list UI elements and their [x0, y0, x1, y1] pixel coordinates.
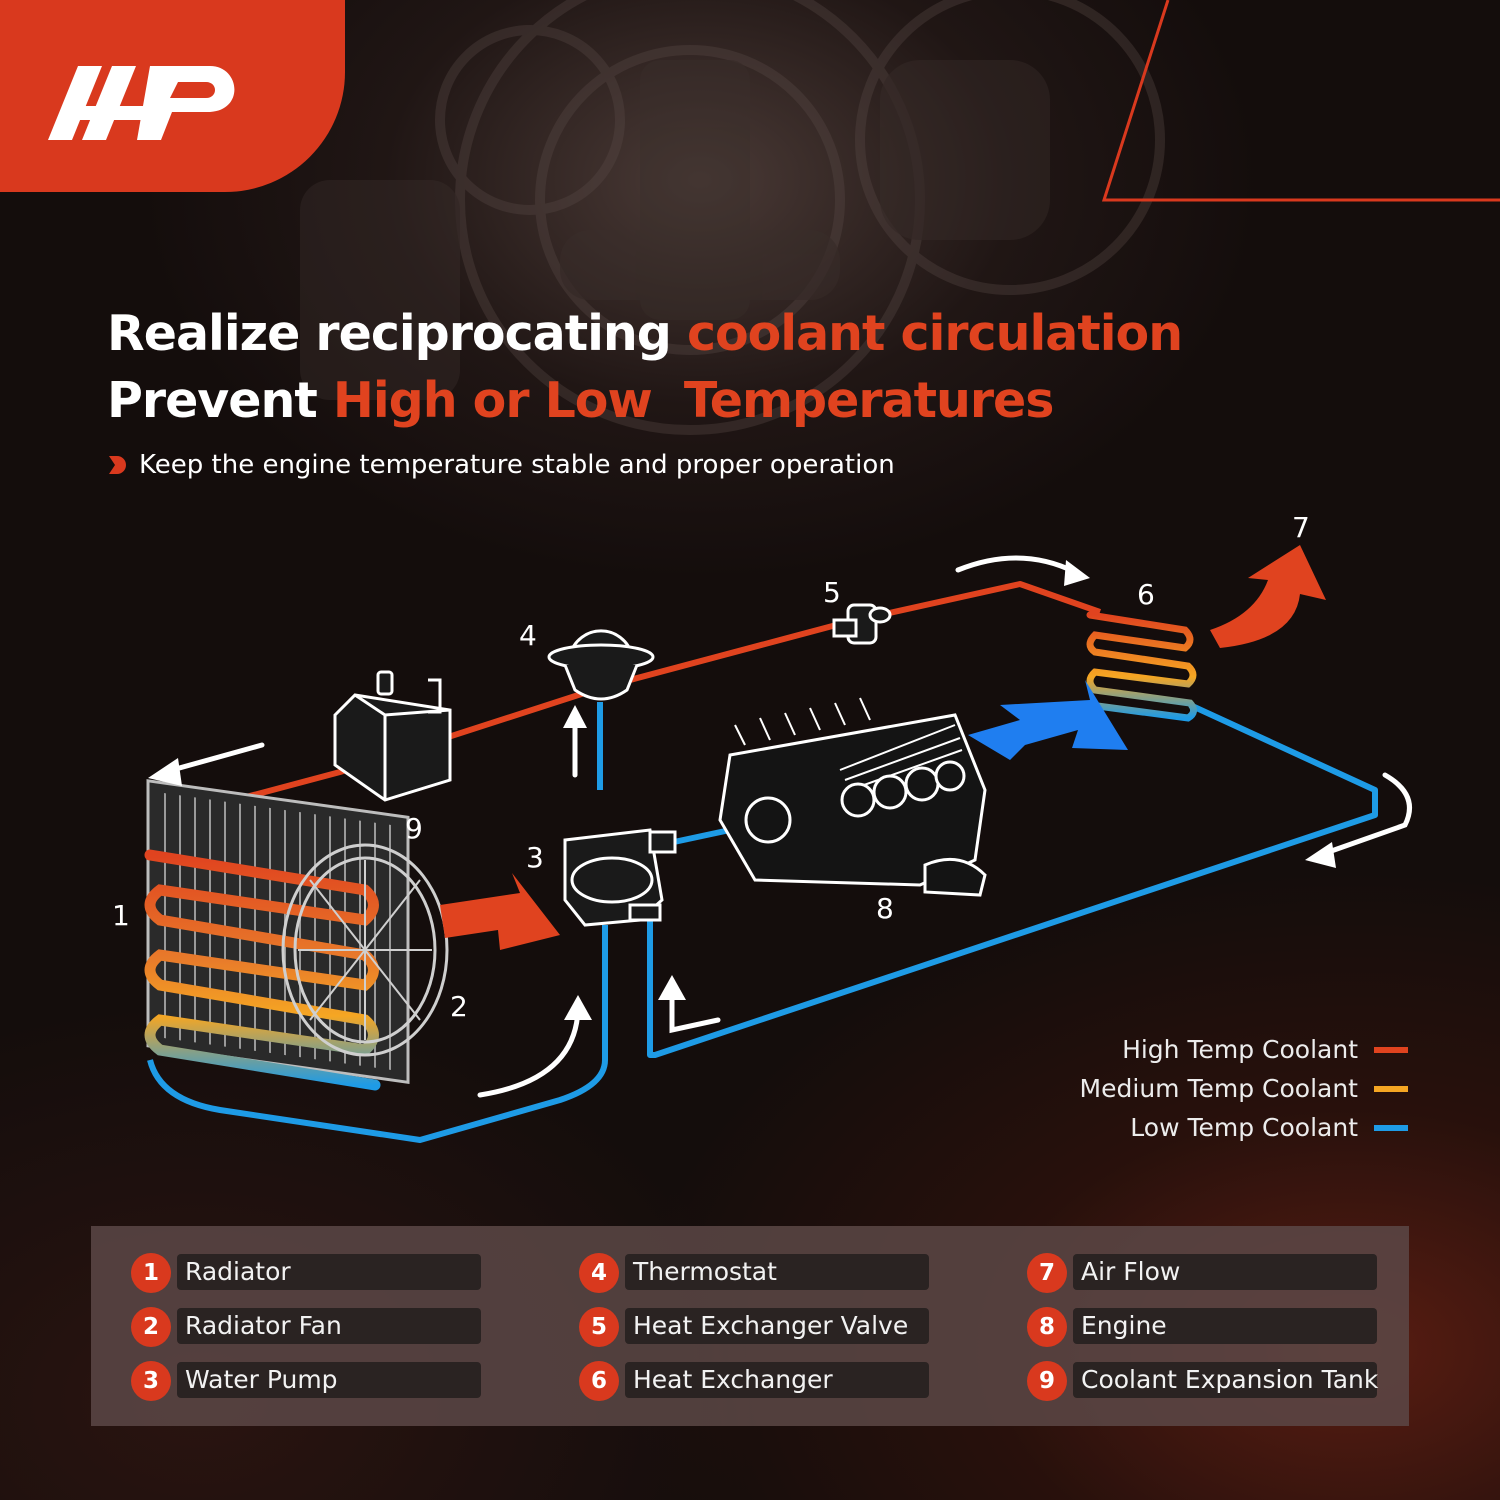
brand-logo-badge [0, 0, 345, 192]
key-item: 4 Thermostat [579, 1252, 939, 1293]
diagram-number-9: 9 [405, 812, 423, 845]
diagram-number-7: 7 [1292, 511, 1310, 544]
key-item: 5 Heat Exchanger Valve [579, 1306, 939, 1347]
brand-logo-icon [48, 66, 235, 140]
key-number-badge: 8 [1027, 1307, 1067, 1347]
key-number-badge: 2 [131, 1307, 171, 1347]
key-label: Radiator [177, 1254, 481, 1290]
diagram-number-6: 6 [1137, 578, 1155, 611]
key-column-2: 4 Thermostat 5 Heat Exchanger Valve 6 He… [579, 1252, 939, 1414]
flow-arrows [162, 555, 1412, 1098]
headline: Realize reciprocating coolant circulatio… [107, 300, 1183, 434]
diagram-number-4: 4 [519, 619, 537, 652]
subheading-text: Keep the engine temperature stable and p… [139, 450, 895, 480]
headline-1-accent: coolant circulation [686, 305, 1183, 362]
diagram-number-1: 1 [112, 899, 130, 932]
legend-item-low: Low Temp Coolant [1080, 1108, 1408, 1147]
legend-label: Low Temp Coolant [1130, 1113, 1358, 1142]
key-item: 9 Coolant Expansion Tank [1027, 1360, 1387, 1401]
key-label: Heat Exchanger Valve [625, 1308, 929, 1344]
key-number-badge: 1 [131, 1253, 171, 1293]
key-item: 2 Radiator Fan [131, 1306, 491, 1347]
component-numbers: 1 2 3 4 5 6 7 8 9 [112, 511, 1310, 1023]
key-label: Radiator Fan [177, 1308, 481, 1344]
legend-swatch [1374, 1124, 1408, 1131]
legend-label: High Temp Coolant [1122, 1035, 1358, 1064]
engine-background-image [300, 0, 1165, 435]
headline-line-2: Prevent High or Low Temperatures [107, 367, 1182, 434]
thermostat-illustration [547, 629, 655, 701]
coolant-circulation-diagram: 1 2 3 4 5 6 7 8 9 [112, 511, 1412, 1143]
radiator-fan-illustration [281, 843, 449, 1057]
flow-arrowheads [148, 560, 1336, 1020]
radiator-illustration [144, 779, 410, 1091]
key-item: 7 Air Flow [1027, 1252, 1387, 1293]
diagram-number-8: 8 [876, 892, 894, 925]
key-item: 8 Engine [1027, 1306, 1387, 1347]
engine-airflow-arrow [968, 680, 1128, 760]
key-number-badge: 9 [1027, 1361, 1067, 1401]
key-label: Water Pump [177, 1362, 481, 1398]
key-item: 6 Heat Exchanger [579, 1360, 939, 1401]
heat-exchanger-valve-illustration [832, 603, 892, 645]
corner-accent-line [1101, 0, 1500, 202]
key-number-badge: 4 [579, 1253, 619, 1293]
legend-label: Medium Temp Coolant [1079, 1074, 1358, 1103]
expansion-tank-illustration [333, 670, 452, 802]
key-column-1: 1 Radiator 2 Radiator Fan 3 Water Pump [131, 1252, 491, 1414]
headline-1-white: Realize reciprocating [107, 305, 672, 362]
key-label: Air Flow [1073, 1254, 1377, 1290]
key-number-badge: 5 [579, 1307, 619, 1347]
component-key-panel: 1 Radiator 2 Radiator Fan 3 Water Pump 4… [91, 1226, 1409, 1426]
diagram-number-2: 2 [450, 990, 468, 1023]
key-label: Engine [1073, 1308, 1377, 1344]
low-temp-pipe [147, 702, 1378, 1143]
water-pump-illustration [563, 828, 677, 927]
key-label: Thermostat [625, 1254, 929, 1290]
key-column-3: 7 Air Flow 8 Engine 9 Coolant Expansion … [1027, 1252, 1387, 1414]
key-number-badge: 6 [579, 1361, 619, 1401]
subheading: Keep the engine temperature stable and p… [107, 448, 895, 482]
key-number-badge: 3 [131, 1361, 171, 1401]
legend-swatch [1374, 1085, 1408, 1092]
key-label: Heat Exchanger [625, 1362, 929, 1398]
key-number-badge: 7 [1027, 1253, 1067, 1293]
heat-exchanger-coil [1086, 611, 1197, 722]
key-label: Coolant Expansion Tank [1073, 1362, 1378, 1398]
bullet-icon [109, 456, 126, 474]
diagram-number-3: 3 [526, 841, 544, 874]
coolant-legend: High Temp Coolant Medium Temp Coolant Lo… [1080, 1030, 1408, 1147]
legend-swatch [1374, 1046, 1408, 1053]
headline-2-accent: High or Low Temperatures [332, 372, 1055, 429]
key-item: 3 Water Pump [131, 1360, 491, 1401]
radiator-coil [144, 849, 381, 1091]
diagram-number-5: 5 [823, 576, 841, 609]
legend-item-medium: Medium Temp Coolant [1080, 1069, 1408, 1108]
headline-line-1: Realize reciprocating coolant circulatio… [107, 300, 1183, 367]
radiator-airflow-arrow [440, 873, 560, 950]
key-item: 1 Radiator [131, 1252, 491, 1293]
legend-item-high: High Temp Coolant [1080, 1030, 1408, 1069]
headline-2-white: Prevent [107, 372, 318, 429]
air-flow-arrow [1210, 545, 1326, 648]
engine-illustration [718, 697, 987, 897]
